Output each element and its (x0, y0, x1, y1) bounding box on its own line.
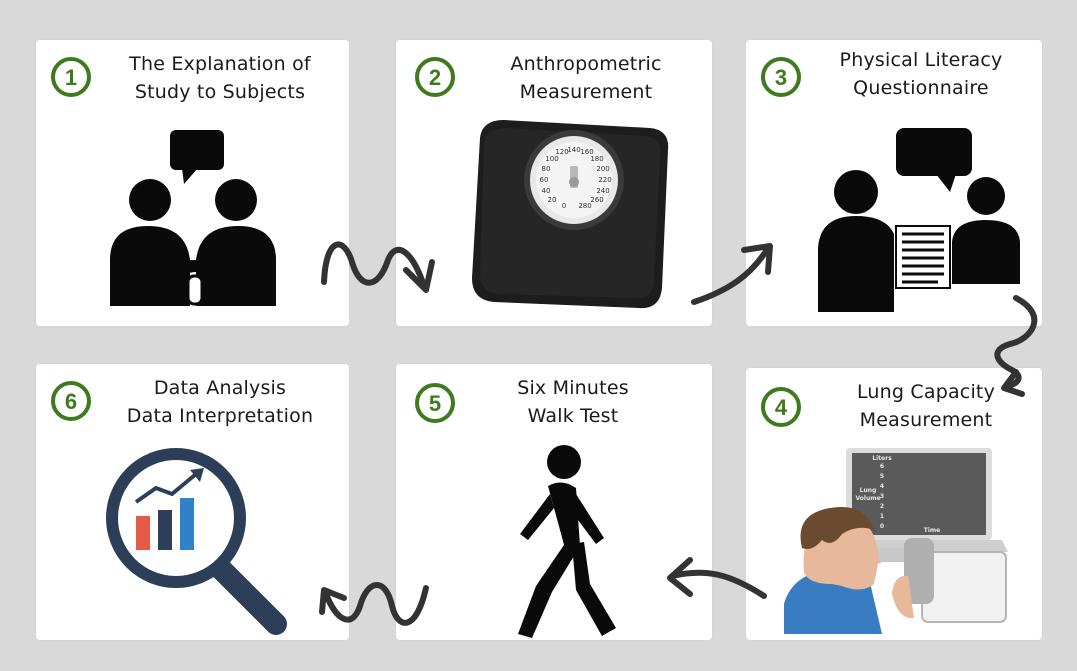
spirometer-y-tick: 1 (880, 513, 884, 520)
two-people-talking-icon (110, 130, 276, 306)
spirometer-y-label: Lung (860, 487, 877, 494)
step-4-card: 4 Lung Capacity Measurement Liters 6 5 4… (746, 368, 1042, 640)
step-1-title-line1: The Explanation of (129, 53, 311, 75)
step-5-title-line1: Six Minutes (517, 377, 629, 399)
step-2-title-line1: Anthropometric (510, 53, 662, 75)
step-6-badge: 6 (51, 381, 91, 421)
step-6-title: Data Analysis Data Interpretation (100, 374, 340, 430)
step-3-badge: 3 (761, 57, 801, 97)
dial-label: 40 (542, 187, 551, 195)
step-5-badge: 5 (415, 383, 455, 423)
dial-label: 140 (567, 146, 580, 154)
step-2-title-line2: Measurement (519, 81, 653, 103)
dial-label: 240 (596, 187, 609, 195)
step-5-number: 5 (429, 391, 441, 416)
dial-label: 180 (590, 155, 603, 163)
step-3-title-line1: Physical Literacy (839, 49, 1003, 71)
step-6-title-line2: Data Interpretation (126, 405, 314, 427)
step-1-title-line2: Study to Subjects (134, 81, 306, 103)
step-4-title-line2: Measurement (859, 409, 993, 431)
step-1-title: The Explanation of Study to Subjects (100, 50, 340, 106)
magnifier-chart-icon (106, 448, 287, 635)
spirometer-y-tick: 5 (880, 473, 884, 480)
dial-label: 200 (596, 165, 609, 173)
step-5-card: 5 Six Minutes Walk Test (396, 364, 712, 640)
step-4-number: 4 (775, 395, 788, 420)
step-6-number: 6 (65, 389, 77, 414)
step-4-title-line1: Lung Capacity (856, 381, 996, 403)
step-5-title: Six Minutes Walk Test (478, 374, 668, 430)
step-2-title: Anthropometric Measurement (476, 50, 696, 106)
questionnaire-interview-icon (818, 128, 1020, 312)
step-4-title: Lung Capacity Measurement (816, 378, 1036, 434)
step-5-title-line2: Walk Test (527, 405, 619, 427)
walking-person-icon (518, 445, 616, 638)
step-6-title-line1: Data Analysis (153, 377, 287, 399)
dial-label: 120 (555, 148, 568, 156)
spirometer-x-label: Time (924, 527, 940, 534)
dial-label: 280 (578, 202, 591, 210)
dial-label: 160 (580, 148, 593, 156)
spirometer-y-tick: 3 (880, 493, 884, 500)
spirometer-y-title: Liters (872, 455, 892, 462)
step-1-card: 1 The Explanation of Study to Subjects (36, 40, 349, 326)
dial-label: 20 (548, 196, 557, 204)
spirometer-y-label: Volume (855, 495, 880, 502)
dial-label: 100 (545, 155, 558, 163)
dial-label: 260 (590, 196, 603, 204)
step-2-badge: 2 (415, 57, 455, 97)
step-3-card: 3 Physical Literacy Questionnaire (746, 40, 1042, 326)
dial-label: 60 (540, 176, 549, 184)
step-2-card: 2 Anthropometric Measurement 120 140 160… (396, 40, 712, 326)
spirometer-test-illustration: Liters 6 5 4 3 2 1 0 Lung Volume Time (784, 448, 1008, 634)
step-4-badge: 4 (761, 387, 801, 427)
step-3-title: Physical Literacy Questionnaire (808, 46, 1034, 102)
step-1-badge: 1 (51, 57, 91, 97)
dial-label: 220 (598, 176, 611, 184)
bathroom-scale-icon: 120 140 160 100 180 80 200 60 220 40 240… (472, 120, 669, 309)
spirometer-y-tick: 6 (880, 463, 884, 470)
step-1-number: 1 (65, 65, 77, 90)
step-2-number: 2 (429, 65, 441, 90)
dial-label: 0 (562, 202, 566, 210)
spirometer-y-tick: 0 (880, 523, 884, 530)
step-6-card: 6 Data Analysis Data Interpretation (36, 364, 349, 640)
spirometer-y-tick: 4 (880, 483, 884, 490)
dial-label: 80 (542, 165, 551, 173)
step-3-number: 3 (775, 65, 787, 90)
step-3-title-line2: Questionnaire (853, 77, 989, 99)
spirometer-y-tick: 2 (880, 503, 884, 510)
